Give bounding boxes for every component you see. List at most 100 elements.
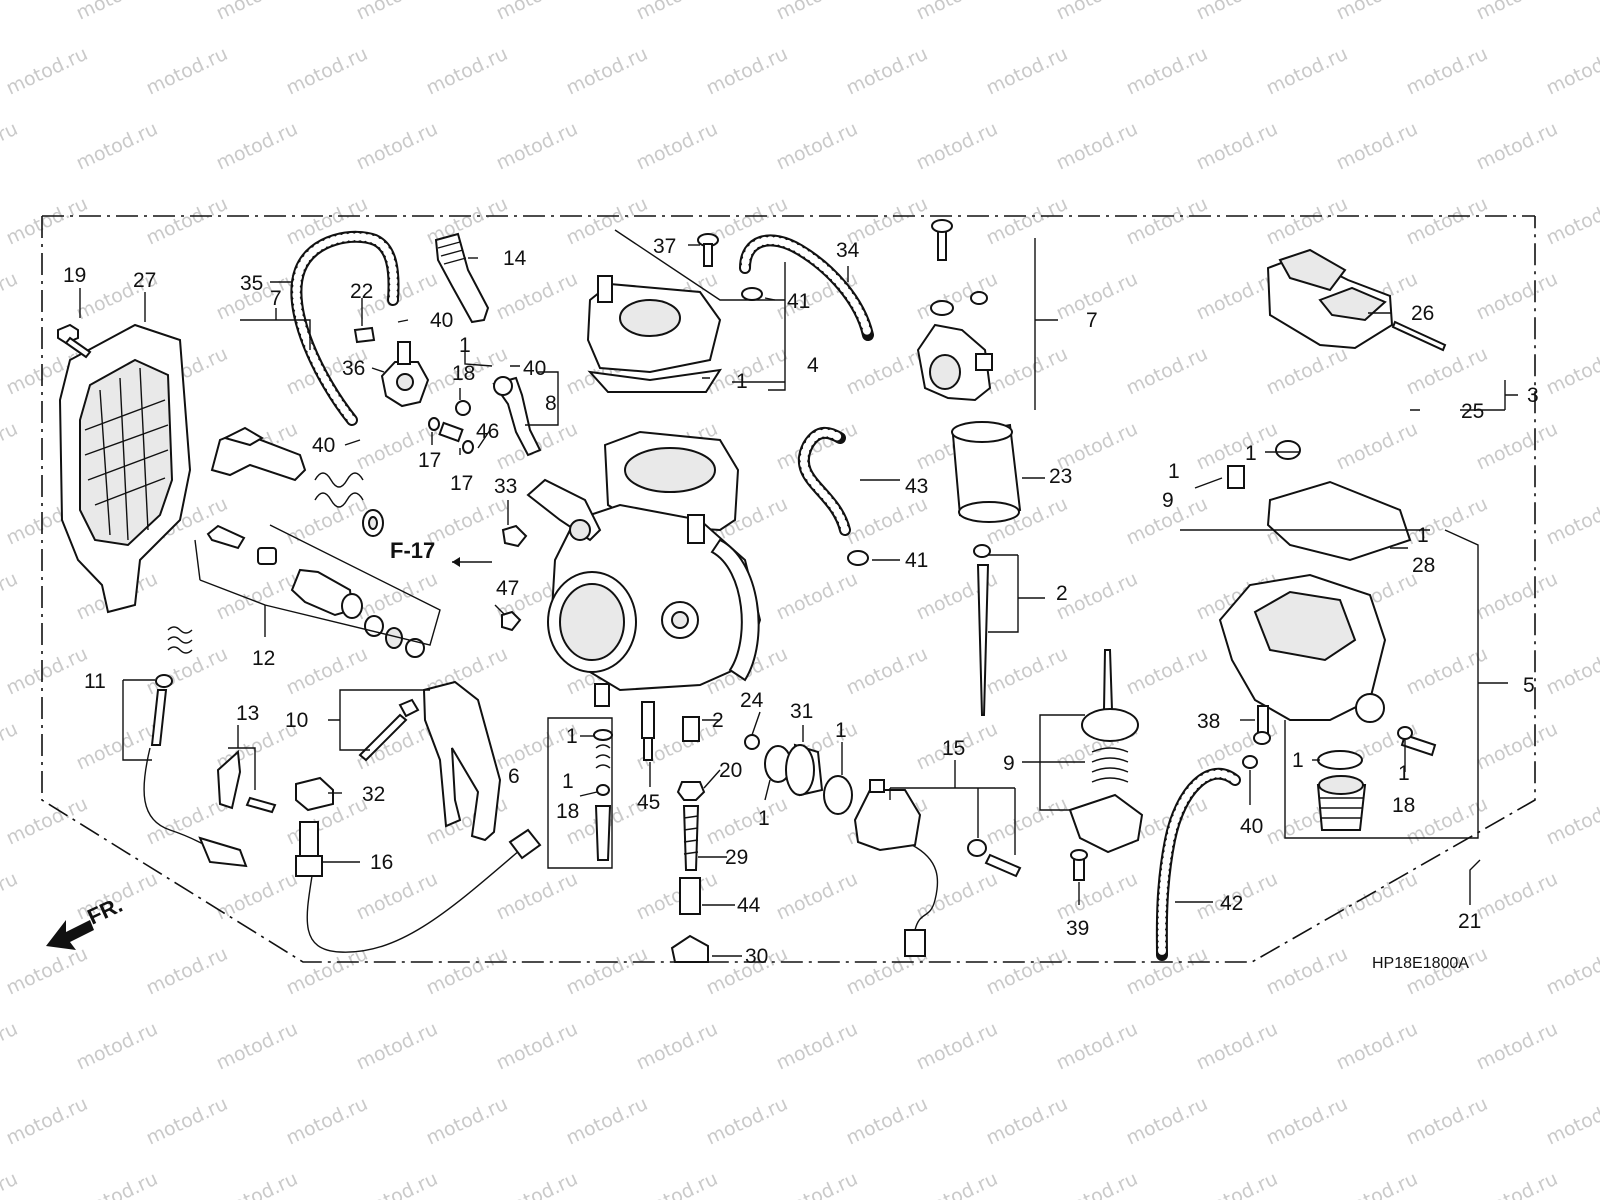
watermark-text: motod.ru (423, 1093, 511, 1150)
watermark-text: motod.ru (913, 268, 1001, 325)
callout-label: 40 (1240, 815, 1263, 838)
callout-label: 28 (1412, 554, 1435, 577)
watermark-text: motod.ru (1403, 193, 1491, 250)
watermark-text: motod.ru (0, 268, 21, 325)
watermark-text: motod.ru (493, 868, 581, 925)
callout-label: 25 (1461, 400, 1484, 423)
watermark-text: motod.ru (633, 1018, 721, 1075)
watermark-text: motod.ru (633, 118, 721, 175)
watermark-text: motod.ru (773, 1018, 861, 1075)
callout-label: 11 (84, 670, 106, 693)
watermark-text: motod.ru (1543, 793, 1600, 850)
watermark-text: motod.ru (773, 0, 861, 25)
watermark-text: motod.ru (1473, 868, 1561, 925)
watermark-text: motod.ru (1543, 343, 1600, 400)
callout-label: 2 (1056, 582, 1068, 605)
watermark-text: motod.ru (493, 118, 581, 175)
cable-11 (143, 626, 248, 868)
watermark-text: motod.ru (1263, 343, 1351, 400)
callout-label: 30 (745, 945, 768, 968)
callout-label: 41 (905, 549, 928, 572)
callout-label: 43 (905, 475, 928, 498)
screw-37 (697, 233, 719, 267)
callout-label: 40 (312, 434, 335, 457)
watermark-text: motod.ru (1123, 643, 1211, 700)
watermark-text: motod.ru (0, 1168, 21, 1200)
watermark-text: motod.ru (3, 1093, 91, 1150)
seal-31 (764, 743, 853, 815)
callout-label: 1 (835, 719, 847, 742)
watermark-text: motod.ru (1543, 1093, 1600, 1150)
watermark-text: motod.ru (3, 643, 91, 700)
callout-label: 45 (637, 791, 660, 814)
front-arrow-icon (46, 920, 94, 950)
watermark-text: motod.ru (1543, 643, 1600, 700)
callout-label: 35 (240, 272, 263, 295)
watermark-text: motod.ru (423, 43, 511, 100)
watermark-text: motod.ru (1333, 0, 1421, 25)
callout-label: 9 (1162, 489, 1174, 512)
collar-32 (295, 776, 334, 812)
watermark-text: motod.ru (73, 118, 161, 175)
clip-41-top (741, 287, 763, 301)
callout-label: 18 (1392, 794, 1415, 817)
watermark-text: motod.ru (0, 418, 21, 475)
lever-13 (216, 749, 277, 814)
callout-label: 29 (725, 846, 748, 869)
watermark-text: motod.ru (73, 1168, 161, 1200)
callout-label: 46 (476, 420, 499, 443)
sensor-14 (434, 232, 490, 324)
callout-label: 1 (1398, 762, 1410, 785)
watermark-text: motod.ru (633, 1168, 721, 1200)
drawing-code: HP18E1800A (1372, 955, 1469, 972)
callout-label: 24 (740, 689, 764, 712)
watermark-text: motod.ru (493, 1168, 581, 1200)
small-parts-45-24 (641, 701, 760, 761)
callout-label: 9 (1003, 752, 1015, 775)
watermark-text: motod.ru (1333, 1168, 1421, 1200)
watermark-text: motod.ru (1403, 1093, 1491, 1150)
callout-label: 27 (133, 269, 156, 292)
watermark-text: motod.ru (1263, 943, 1351, 1000)
callout-label: 17 (418, 449, 441, 472)
watermark-text: motod.ru (563, 193, 651, 250)
watermark-text: motod.ru (0, 568, 21, 625)
watermark-text: motod.ru (563, 43, 651, 100)
watermark-text: motod.ru (283, 643, 371, 700)
watermark-text: motod.ru (983, 193, 1071, 250)
watermark-text: motod.ru (493, 0, 581, 25)
watermark-text: motod.ru (283, 43, 371, 100)
callout-label: 1 (758, 807, 770, 830)
jet-needle-2 (973, 544, 991, 716)
callout-label: 21 (1458, 910, 1481, 933)
watermark-text: motod.ru (703, 43, 791, 100)
watermark-text: motod.ru (1543, 943, 1600, 1000)
callout-label: 36 (342, 357, 365, 380)
callout-label: 20 (719, 759, 742, 782)
callout-label: 7 (270, 287, 282, 310)
watermark-text: motod.ru (983, 1093, 1071, 1150)
watermark-text: motod.ru (563, 943, 651, 1000)
watermark-text: motod.ru (1543, 43, 1600, 100)
watermark-text: motod.ru (283, 1093, 371, 1150)
callout-label: 17 (450, 472, 473, 495)
air-cover-part (58, 323, 192, 614)
jet-column (670, 716, 709, 963)
watermark-text: motod.ru (1543, 193, 1600, 250)
watermark-text: motod.ru (3, 43, 91, 100)
assembly-frame (41, 215, 1536, 963)
callout-label: 34 (836, 239, 860, 262)
bolt-19 (57, 323, 92, 359)
watermark-text: motod.ru (0, 718, 21, 775)
watermark-text: motod.ru (703, 793, 791, 850)
callout-label: 39 (1066, 917, 1089, 940)
watermark-text: motod.ru (213, 1168, 301, 1200)
watermark-text: motod.ru (1333, 118, 1421, 175)
watermark-text: motod.ru (843, 1093, 931, 1150)
watermark-text: motod.ru (1193, 1168, 1281, 1200)
callout-label: 8 (545, 392, 557, 415)
watermark-text: motod.ru (213, 118, 301, 175)
watermark-text: motod.ru (213, 1018, 301, 1075)
watermark-text: motod.ru (983, 343, 1071, 400)
watermark-text: motod.ru (1263, 43, 1351, 100)
